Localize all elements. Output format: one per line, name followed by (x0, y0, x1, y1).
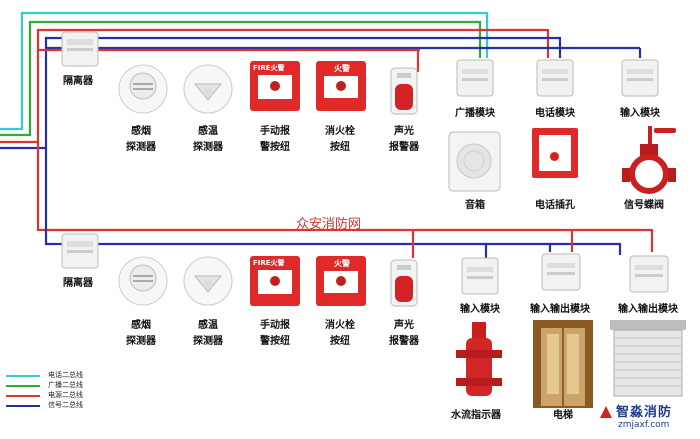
legend-item-power-bus: 电源二总线 (6, 391, 116, 401)
input-module-icon (621, 59, 659, 97)
hydrant-button-label-top: 消火栓按纽 (325, 126, 355, 153)
manual-alarm-button-icon: FIRE火警 (250, 256, 300, 306)
heat-detector-icon (183, 256, 233, 306)
phone-jack-icon (532, 128, 578, 178)
io-module-label-2: 输入输出模块 (618, 304, 678, 315)
rolling-shutter-icon (610, 320, 686, 397)
io-module-label-1: 输入输出模块 (530, 304, 590, 315)
manual-alarm-button-icon: FIRE火警 (250, 61, 300, 111)
brand-name: 智淼消防 (616, 405, 673, 420)
elevator-label: 电梯 (553, 410, 573, 421)
io-module-icon (629, 255, 669, 293)
signal-bus-line-top (0, 36, 562, 150)
input-module-label-top: 输入模块 (620, 108, 660, 119)
sounder-strobe-icon (390, 67, 418, 115)
speaker-label: 音箱 (465, 200, 485, 211)
phone-jack-label: 电话插孔 (535, 200, 575, 211)
speaker-icon (448, 131, 501, 192)
hydrant-button-icon: 火警 (316, 256, 366, 306)
hydrant-button-label-bottom: 消火栓按纽 (325, 320, 355, 347)
brand-url: zmjaxf.com (618, 420, 670, 430)
broadcast-module-label: 广播模块 (455, 108, 495, 119)
broadcast-module-icon (456, 59, 494, 97)
io-module-icon (541, 253, 581, 291)
sounder-strobe-icon (390, 259, 418, 307)
bus-legend: 电话二总线 广播二总线 电源二总线 信号二总线 (6, 371, 116, 411)
legend-item-broadcast-bus: 广播二总线 (6, 381, 116, 391)
brand-logo: 智淼消防 zmjaxf.com (598, 401, 698, 437)
sounder-label-bottom: 声光报警器 (389, 320, 419, 347)
watermark-text: 众安消防网 (296, 217, 362, 232)
zm-logo-icon (600, 406, 612, 418)
legend-item-phone-bus: 电话二总线 (6, 371, 116, 381)
butterfly-valve-label: 信号蝶阀 (624, 200, 664, 211)
power-bus-line-bottom (36, 142, 654, 252)
legend-item-signal-bus: 信号二总线 (6, 401, 116, 411)
elevator-icon (533, 320, 593, 408)
smoke-detector-icon (118, 64, 168, 114)
heat-detector-label-bottom: 感温探测器 (193, 320, 223, 347)
signal-bus-line-bottom (44, 148, 622, 255)
smoke-detector-label-bottom: 感烟探测器 (126, 320, 156, 347)
hydrant-button-icon: 火警 (316, 61, 366, 111)
phone-module-label: 电话模块 (535, 108, 575, 119)
isolator-label-top: 隔离器 (63, 76, 93, 87)
phone-bus-line-top (0, 11, 489, 131)
isolator-label-bottom: 隔离器 (63, 278, 93, 289)
manual-alarm-label-bottom: 手动报警按纽 (260, 320, 290, 347)
phone-module-icon (536, 59, 574, 97)
sounder-label-top: 声光报警器 (389, 126, 419, 153)
smoke-detector-icon (118, 256, 168, 306)
heat-detector-icon (183, 64, 233, 114)
isolator-module-icon (61, 31, 99, 67)
input-module-label-bottom: 输入模块 (460, 304, 500, 315)
manual-alarm-label-top: 手动报警按纽 (260, 126, 290, 153)
power-bus-line-top (0, 28, 550, 144)
heat-detector-label-top: 感温探测器 (193, 126, 223, 153)
isolator-module-icon (61, 233, 99, 269)
smoke-detector-label-top: 感烟探测器 (126, 126, 156, 153)
input-module-icon (461, 257, 499, 295)
signal-butterfly-valve-icon (622, 126, 676, 194)
flow-indicator-label: 水流指示器 (451, 410, 501, 421)
broadcast-bus-line-top (0, 20, 482, 137)
water-flow-indicator-icon (456, 322, 502, 396)
